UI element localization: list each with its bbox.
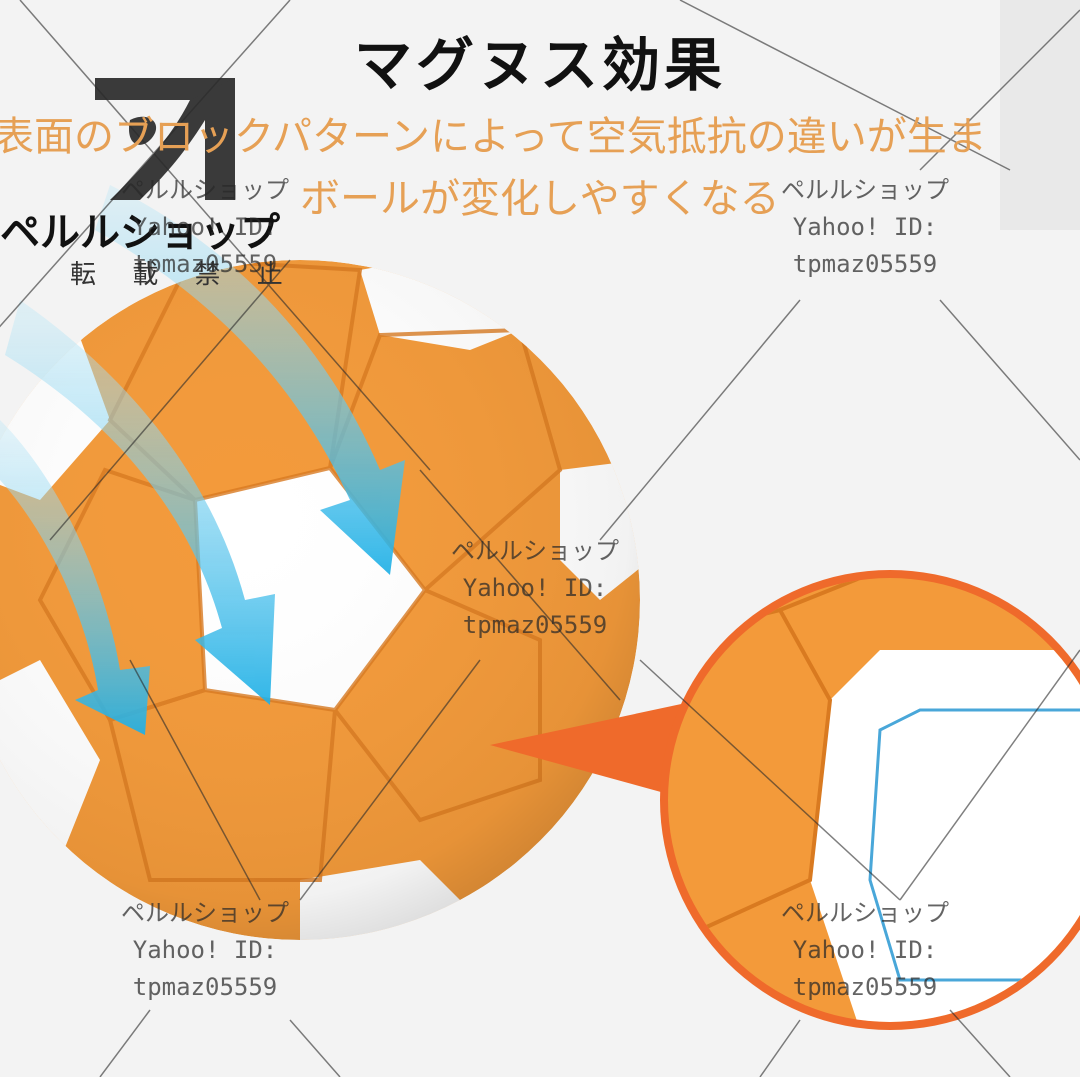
zoom-detail <box>660 570 1080 1030</box>
watermark-id: tpmaz05559 <box>132 973 278 1001</box>
watermark-shop: ペルルショップ <box>451 537 619 565</box>
shop-logo-mark <box>95 78 235 200</box>
watermark-shop: ペルルショップ <box>121 899 289 927</box>
watermark-site: Yahoo! ID: <box>462 574 608 602</box>
watermark: ペルルショップ Yahoo! ID: tpmaz05559 <box>75 172 335 283</box>
watermark-id: tpmaz05559 <box>132 250 278 278</box>
page-title: マグヌス効果 <box>353 31 726 99</box>
shop-logo-tagline: 転 載 禁 止 <box>70 260 297 290</box>
watermark-site: Yahoo! ID: <box>792 213 938 241</box>
watermark: ペルルショップ Yahoo! ID: tpmaz05559 <box>735 895 995 1006</box>
shop-logo-name: ペルルショップ <box>0 210 280 256</box>
subtitle-line-2: ボールが変化しやすくなる <box>300 176 780 222</box>
airflow-arrows <box>0 185 405 735</box>
watermark: ペルルショップ Yahoo! ID: tpmaz05559 <box>405 533 665 644</box>
watermark: ペルルショップ Yahoo! ID: tpmaz05559 <box>75 895 335 1006</box>
watermark-shop: ペルルショップ <box>781 899 949 927</box>
watermark-site: Yahoo! ID: <box>132 213 278 241</box>
watermark-shop: ペルルショップ <box>781 176 949 204</box>
watermark-id: tpmaz05559 <box>462 611 608 639</box>
watermark: ペルルショップ Yahoo! ID: tpmaz05559 <box>735 172 995 283</box>
watermark-site: Yahoo! ID: <box>132 936 278 964</box>
subtitle-line-1: 表面のブロックパターンによって空気抵抗の違いが生ま <box>0 114 987 160</box>
watermark-id: tpmaz05559 <box>792 973 938 1001</box>
watermark-shop: ペルルショップ <box>121 176 289 204</box>
zoom-pointer <box>490 700 700 800</box>
watermark-id: tpmaz05559 <box>792 250 938 278</box>
watermark-site: Yahoo! ID: <box>792 936 938 964</box>
